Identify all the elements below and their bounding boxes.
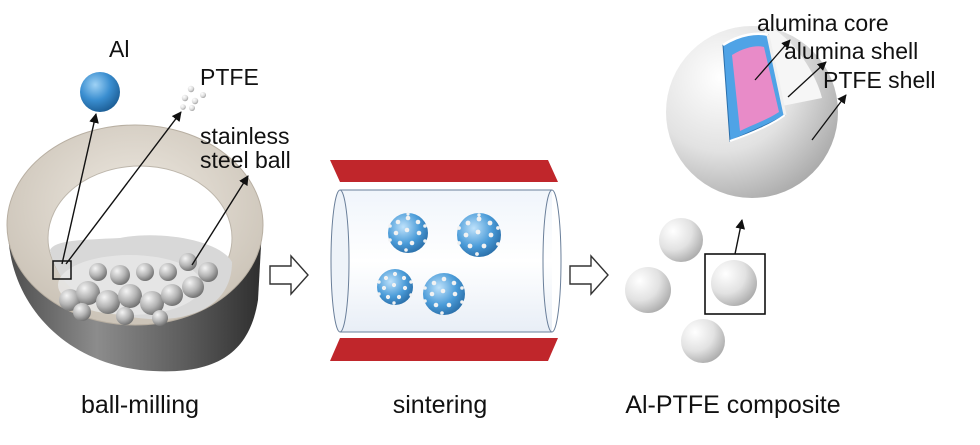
al-particle — [80, 72, 120, 112]
ptfe-shell-label: PTFE shell — [823, 67, 935, 93]
ptfe-label: PTFE — [200, 64, 259, 90]
composite-sphere-top — [659, 218, 703, 262]
arrow-ptfe-shell — [811, 94, 847, 141]
arrow-alumina-core — [754, 39, 791, 81]
steel-balls — [59, 253, 218, 326]
heater-plate-bottom — [330, 338, 558, 361]
composite-particle-2 — [457, 213, 501, 257]
al-label: Al — [109, 36, 129, 62]
composite-sphere-bottom — [681, 319, 725, 363]
caption-sintering: sintering — [393, 391, 488, 419]
ptfe-particles — [180, 85, 206, 111]
arrow-alumina-shell — [787, 61, 827, 98]
caption-composite: Al-PTFE composite — [625, 391, 840, 419]
stainless-label-line1: stainless — [200, 123, 289, 149]
caption-ball-milling: ball-milling — [81, 391, 199, 419]
arrow-to-ptfe — [65, 111, 182, 265]
composite-particle-1 — [388, 212, 428, 253]
composite-sphere-boxed — [711, 260, 757, 306]
stainless-label-line2: steel ball — [200, 147, 291, 173]
alumina-shell-label: alumina shell — [784, 38, 918, 64]
arrow-to-steel-ball — [191, 175, 249, 266]
arrow-to-al — [61, 113, 99, 265]
process-arrow-2 — [569, 254, 609, 296]
arrow-to-cutaway — [734, 219, 746, 255]
process-arrow-1 — [269, 254, 309, 296]
heater-plate-top — [330, 160, 558, 182]
alumina-core-label: alumina core — [757, 10, 889, 36]
sintering-furnace — [330, 160, 562, 361]
cutaway-sphere — [666, 25, 838, 198]
sintering-particles — [377, 212, 501, 315]
composite-spheres — [625, 218, 757, 363]
composite-particle-4 — [423, 273, 465, 315]
composite-sphere-left — [625, 267, 671, 313]
composite-particle-3 — [377, 269, 413, 305]
